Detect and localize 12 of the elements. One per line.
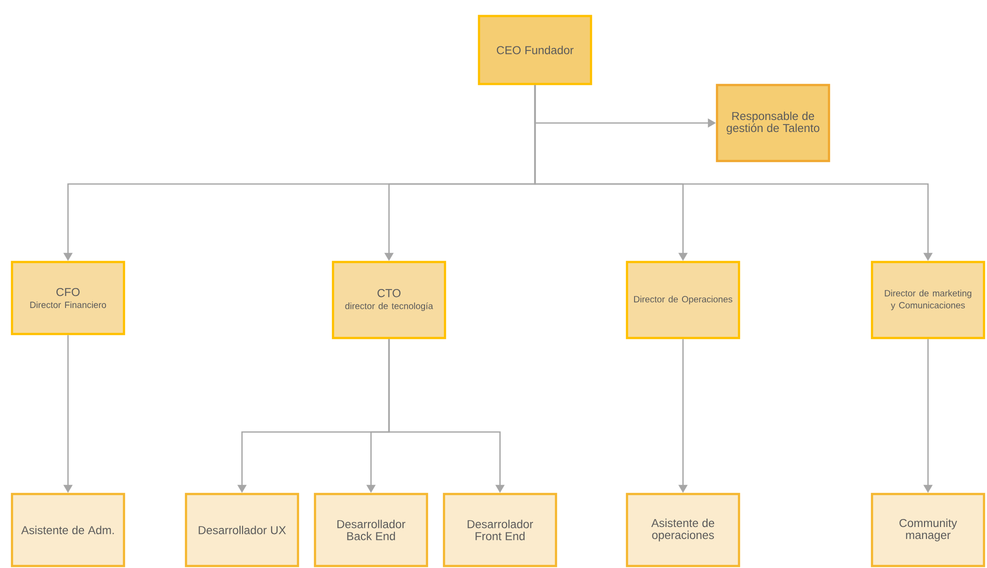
role-box: Desarrollador UX — [184, 492, 300, 568]
role-box: Community manager — [870, 492, 986, 568]
role-box: CFO Director Financiero — [10, 260, 126, 336]
role-box: Desarrolador Front End — [442, 492, 558, 568]
role-box: Asistente de Adm. — [10, 492, 126, 568]
role-box: CEO Fundador — [478, 14, 592, 86]
role-box: Desarrollador Back End — [314, 492, 428, 568]
role-box: Director de marketing y Comunicaciones — [870, 260, 986, 340]
role-box: Responsable de gestión de Talento — [716, 84, 830, 162]
role-box: Director de Operaciones — [626, 260, 740, 340]
role-box: CTO director de tecnología — [332, 260, 446, 340]
role-box: Asistente de operaciones — [626, 492, 740, 568]
